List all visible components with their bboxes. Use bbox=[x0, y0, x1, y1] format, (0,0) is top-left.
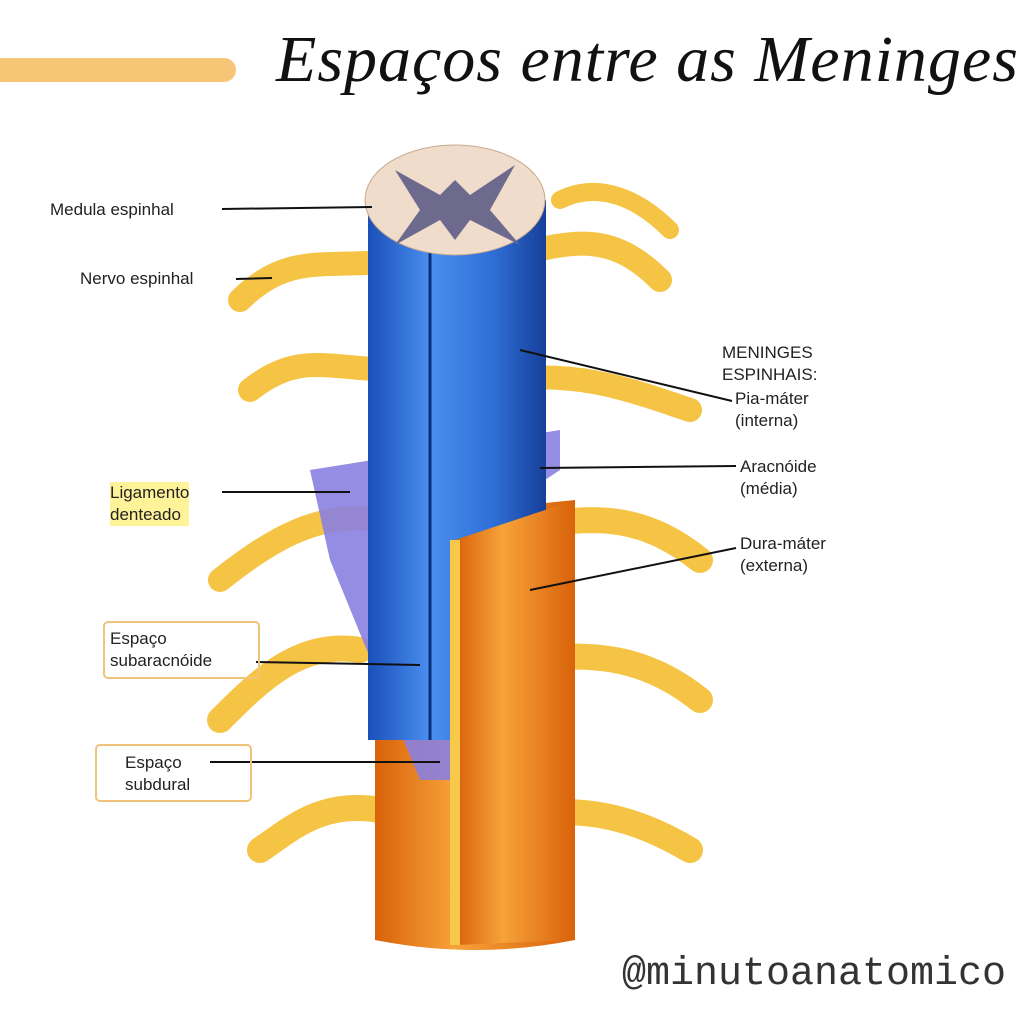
pointer-lines bbox=[210, 206, 737, 763]
label-ligamento-denteado: Ligamento denteado bbox=[110, 482, 190, 526]
label-medula-espinhal: Medula espinhal bbox=[50, 200, 174, 219]
label-aracnoide: Aracnóide (média) bbox=[740, 457, 817, 498]
page-title: Espaços entre as Meninges bbox=[276, 23, 1019, 96]
box-espaco-subaracnoide bbox=[103, 621, 260, 679]
label-dura-mater: Dura-máter (externa) bbox=[740, 534, 826, 575]
label-pia-mater: Pia-máter (interna) bbox=[735, 389, 809, 430]
gray-matter bbox=[395, 165, 520, 245]
author-handle: @minutoanatomico bbox=[622, 952, 1007, 997]
label-nervo-espinhal: Nervo espinhal bbox=[80, 269, 194, 288]
label-meninges-heading: MENINGES ESPINHAIS: bbox=[722, 343, 818, 384]
accent-bar bbox=[0, 58, 236, 82]
label-espaco-subdural: Espaço subdural bbox=[125, 753, 191, 794]
label-espaco-subaracnoide: Espaço subaracnóide bbox=[110, 629, 213, 670]
box-espaco-subdural bbox=[95, 744, 252, 802]
